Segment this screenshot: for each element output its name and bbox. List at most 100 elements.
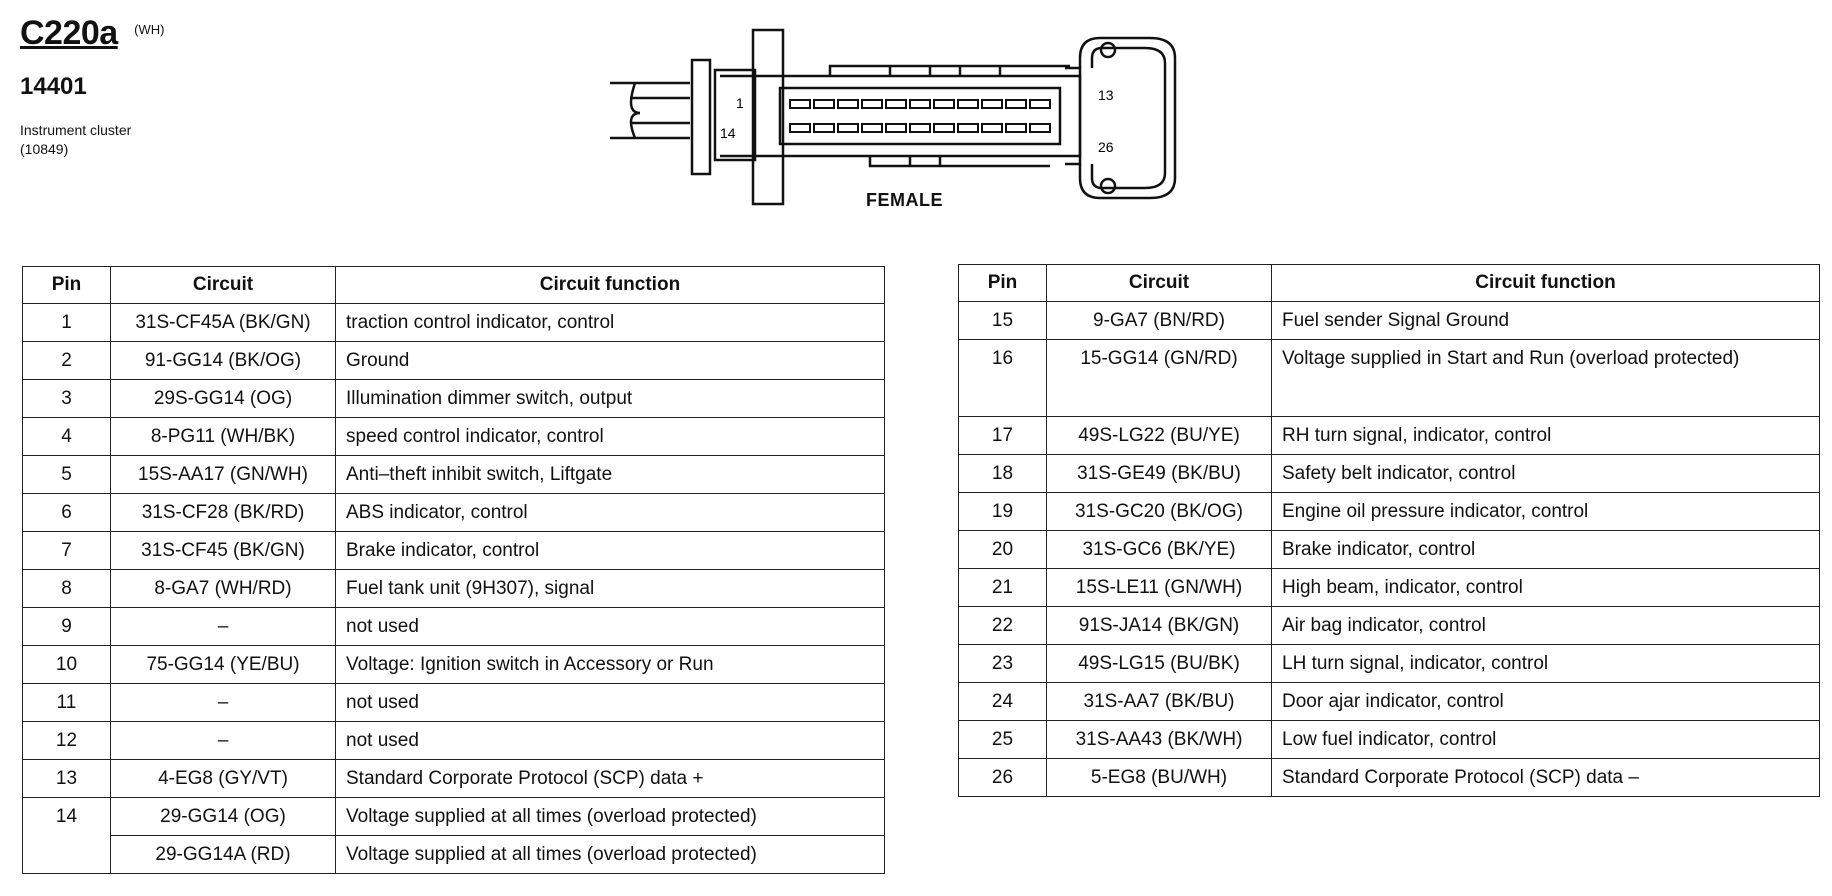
function-cell: Engine oil pressure indicator, control	[1271, 492, 1820, 531]
pin-cell: 24	[958, 682, 1047, 721]
function-cell: Door ajar indicator, control	[1271, 682, 1820, 721]
component-description: Instrument cluster (10849)	[20, 121, 164, 159]
function-cell: Air bag indicator, control	[1271, 606, 1820, 645]
pin-cell: 2	[22, 341, 111, 380]
circuit-cell: 15S-AA17 (GN/WH)	[110, 455, 336, 494]
function-header: Circuit function	[335, 266, 885, 304]
pin-header: Pin	[958, 264, 1047, 302]
function-cell: LH turn signal, indicator, control	[1271, 644, 1820, 683]
circuit-cell: 4-EG8 (GY/VT)	[110, 759, 336, 798]
circuit-cell: 29S-GG14 (OG)	[110, 379, 336, 418]
circuit-cell: 15-GG14 (GN/RD)	[1046, 339, 1272, 417]
function-cell: Voltage: Ignition switch in Accessory or…	[335, 645, 885, 684]
function-cell: Voltage supplied at all times (overload …	[335, 835, 885, 874]
circuit-cell: 91-GG14 (BK/OG)	[110, 341, 336, 380]
function-cell: speed control indicator, control	[335, 417, 885, 456]
function-cell: not used	[335, 607, 885, 646]
circuit-cell: 31S-CF28 (BK/RD)	[110, 493, 336, 532]
circuit-cell: –	[110, 607, 336, 646]
pin-cell: 6	[22, 493, 111, 532]
pin-cell: 17	[958, 416, 1047, 455]
circuit-cell: 29-GG14A (RD)	[110, 835, 336, 874]
function-cell: High beam, indicator, control	[1271, 568, 1820, 607]
circuit-cell: 31S-GC6 (BK/YE)	[1046, 530, 1272, 569]
circuit-cell: 91S-JA14 (BK/GN)	[1046, 606, 1272, 645]
gender-label: FEMALE	[866, 190, 943, 210]
circuit-cell: 75-GG14 (YE/BU)	[110, 645, 336, 684]
function-cell: Low fuel indicator, control	[1271, 720, 1820, 759]
component-ref: (10849)	[20, 141, 69, 157]
circuit-cell: 15S-LE11 (GN/WH)	[1046, 568, 1272, 607]
circuit-cell: –	[110, 721, 336, 760]
circuit-cell: 5-EG8 (BU/WH)	[1046, 758, 1272, 797]
pin-cell: 11	[22, 683, 111, 722]
function-cell: Anti–theft inhibit switch, Liftgate	[335, 455, 885, 494]
table-row: 12–not used	[22, 721, 885, 760]
function-cell: Brake indicator, control	[335, 531, 885, 570]
part-number: 14401	[20, 73, 87, 100]
pin-cell: 25	[958, 720, 1047, 759]
pin-cell: 20	[958, 530, 1047, 569]
circuit-cell: 31S-GC20 (BK/OG)	[1046, 492, 1272, 531]
circuit-cell: –	[110, 683, 336, 722]
function-cell: Voltage supplied at all times (overload …	[335, 797, 885, 836]
table-header-row: Pin Circuit Circuit function	[958, 264, 1820, 302]
pin-label-1: 1	[736, 95, 744, 111]
pin-cell: 5	[22, 455, 111, 494]
pin-label-13: 13	[1098, 87, 1114, 103]
circuit-cell: 8-GA7 (WH/RD)	[110, 569, 336, 608]
table-header-row: Pin Circuit Circuit function	[22, 266, 885, 304]
connector-color: (WH)	[134, 22, 165, 37]
pin-cell: 26	[958, 758, 1047, 797]
component-name: Instrument cluster	[20, 122, 132, 138]
connector-id: C220a	[20, 14, 118, 52]
pin-cell: 7	[22, 531, 111, 570]
circuit-cell: 49S-LG22 (BU/YE)	[1046, 416, 1272, 455]
pin-cell: 18	[958, 454, 1047, 493]
function-cell: Fuel tank unit (9H307), signal	[335, 569, 885, 608]
pin-cell: 13	[22, 759, 111, 798]
function-cell: RH turn signal, indicator, control	[1271, 416, 1820, 455]
function-cell: Fuel sender Signal Ground	[1271, 301, 1820, 340]
circuit-cell: 8-PG11 (WH/BK)	[110, 417, 336, 456]
connector-title-line: C220a (WH)	[20, 14, 164, 53]
pin-cavities	[789, 99, 1051, 133]
connector-header: C220a (WH) 14401 Instrument cluster (108…	[20, 14, 164, 159]
pin-header: Pin	[22, 266, 111, 304]
circuit-cell: 31S-AA43 (BK/WH)	[1046, 720, 1272, 759]
pin-cell: 9	[22, 607, 111, 646]
function-cell: Safety belt indicator, control	[1271, 454, 1820, 493]
connector-outline	[610, 28, 1177, 206]
pin-cell: 10	[22, 645, 111, 684]
function-cell: ABS indicator, control	[335, 493, 885, 532]
circuit-cell: 29-GG14 (OG)	[110, 797, 336, 836]
circuit-cell: 49S-LG15 (BU/BK)	[1046, 644, 1272, 683]
circuit-cell: 31S-AA7 (BK/BU)	[1046, 682, 1272, 721]
circuit-header: Circuit	[1046, 264, 1272, 302]
table-row: 11–not used	[22, 683, 885, 722]
pin-cell: 3	[22, 379, 111, 418]
pin-cell: 1	[22, 303, 111, 342]
function-cell: Ground	[335, 341, 885, 380]
function-cell: traction control indicator, control	[335, 303, 885, 342]
circuit-cell: 9-GA7 (BN/RD)	[1046, 301, 1272, 340]
pin-cell: 8	[22, 569, 111, 608]
pin-cell	[22, 835, 111, 874]
